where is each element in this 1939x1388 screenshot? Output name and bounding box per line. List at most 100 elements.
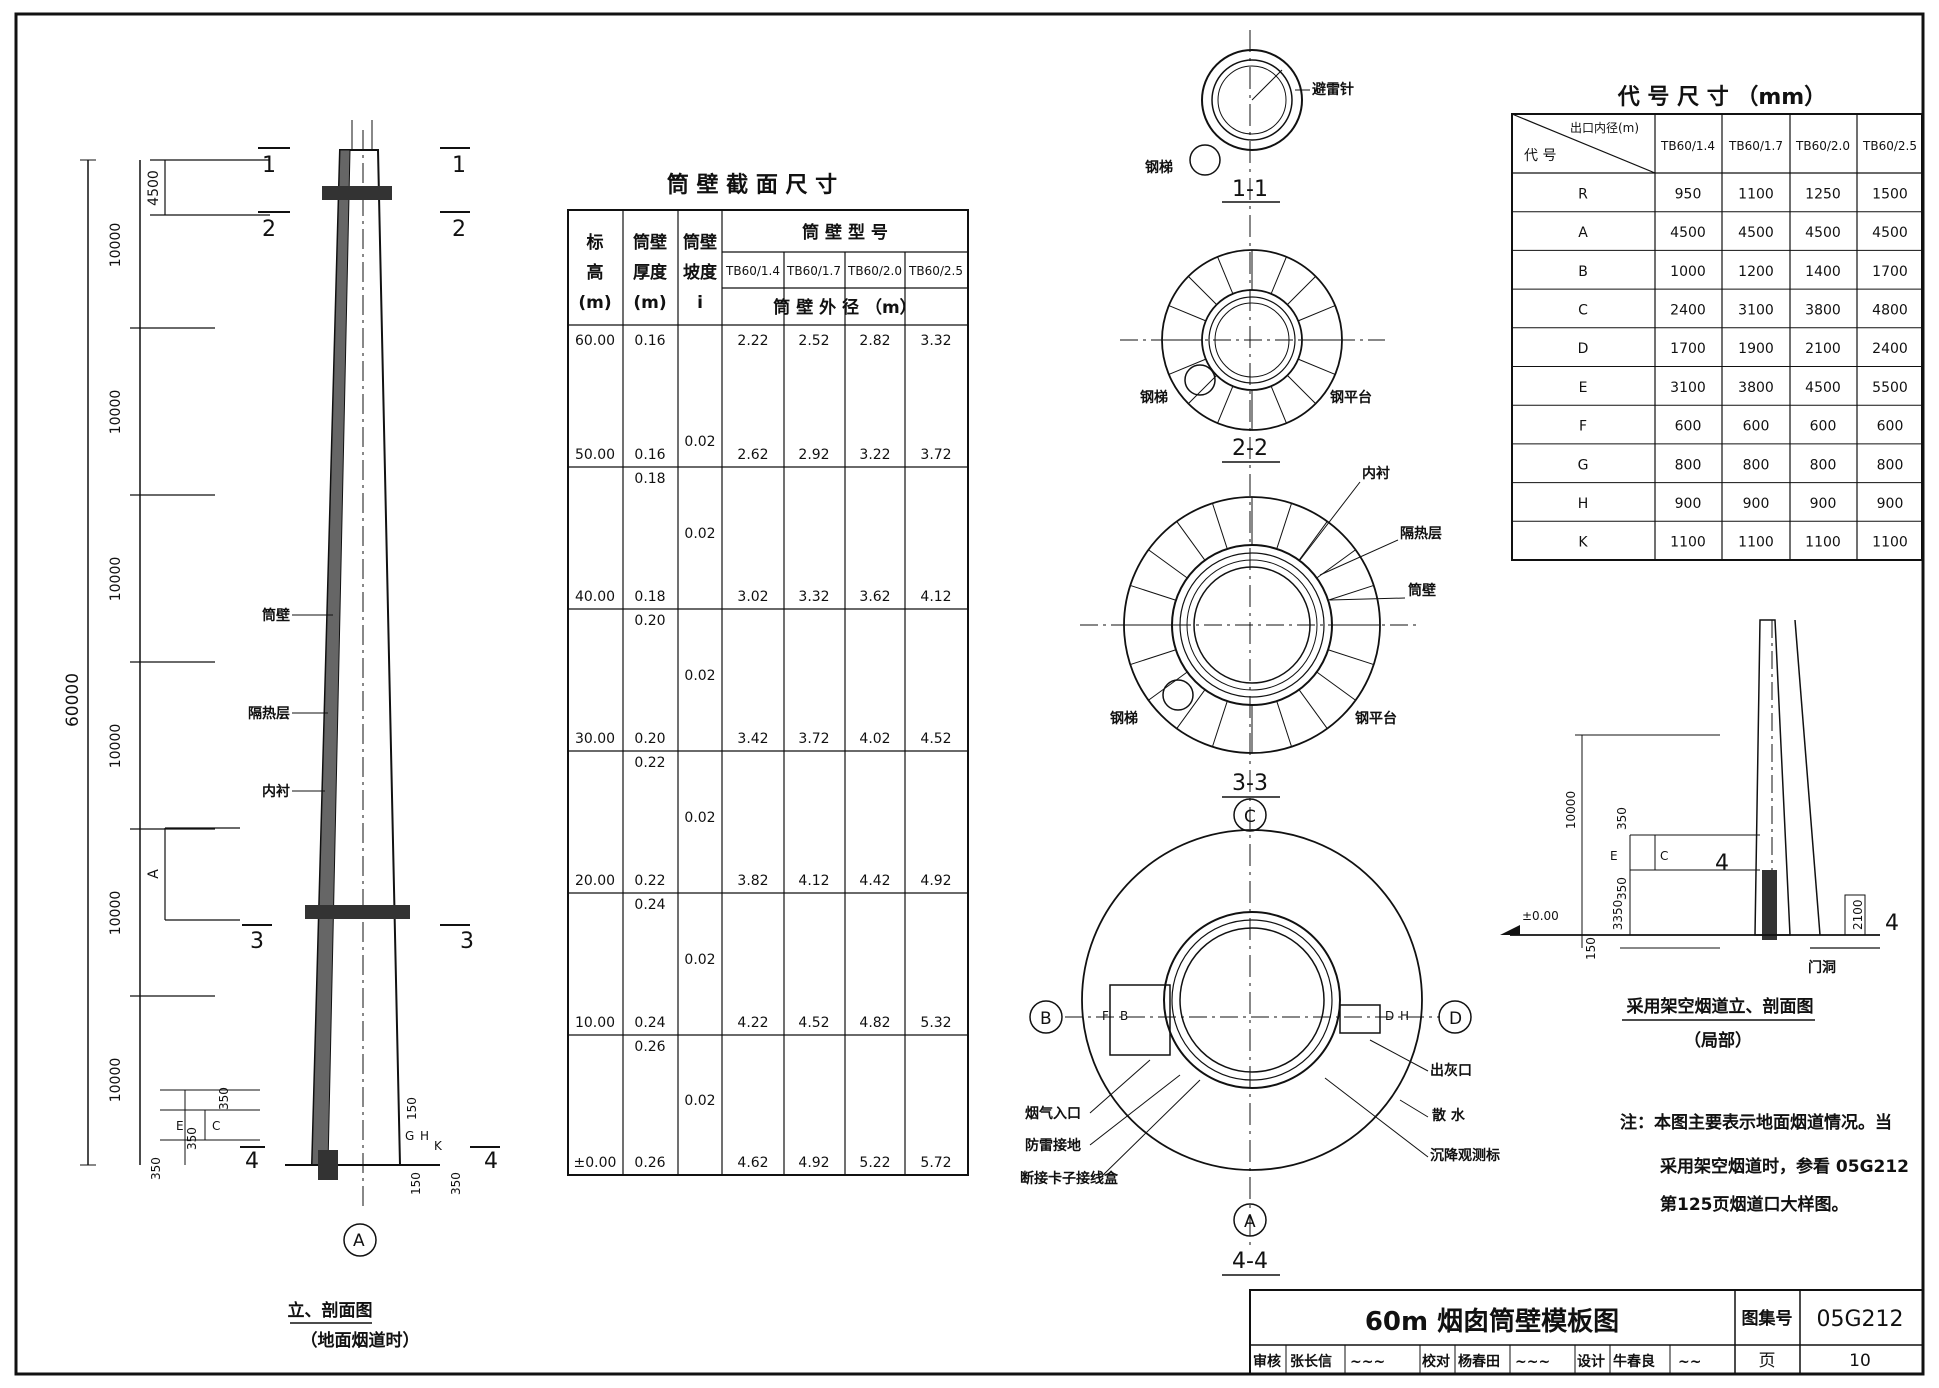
dim-10000-e: 10000	[108, 891, 124, 936]
wall-type-4: TB60/2.5	[908, 264, 963, 278]
code-row-value: 4500	[1805, 225, 1841, 241]
code-row-value: 1700	[1670, 341, 1706, 357]
oh-cut-left: 4	[1715, 851, 1729, 876]
axis-D-label: D	[1449, 1009, 1462, 1029]
s2-ladder-label: 钢梯	[1140, 389, 1168, 406]
dim-K: K	[434, 1139, 443, 1153]
wall-row-height: 60.00	[575, 333, 615, 349]
platform-spoke	[1327, 649, 1374, 666]
wall-row-diameter: 4.52	[798, 1015, 829, 1031]
s2-platform-label: 钢平台	[1330, 389, 1372, 406]
wall-row-height: ±0.00	[574, 1155, 617, 1171]
code-row-value: 900	[1743, 496, 1770, 512]
elevation-subcaption: （地面烟道时）	[301, 1330, 420, 1351]
platform-spoke	[1217, 386, 1234, 424]
platform-spoke	[1148, 671, 1188, 701]
dim-10000-b: 10000	[108, 390, 124, 435]
wall-row-diameter: 4.22	[737, 1015, 768, 1031]
code-row-value: 2400	[1872, 341, 1908, 357]
cut-4-right: 4	[484, 1149, 498, 1174]
code-row-code: C	[1578, 302, 1588, 318]
code-row-value: 4800	[1872, 302, 1908, 318]
platform-spoke	[1298, 305, 1336, 322]
section-1-1: 避雷针 钢梯 1-1	[1145, 49, 1354, 203]
platform-spoke	[1130, 584, 1177, 601]
s1-ladder-label: 钢梯	[1145, 159, 1173, 176]
dim-10000-d: 10000	[108, 724, 124, 769]
type-header: 筒 壁 型 号	[802, 222, 888, 243]
axis-A-bubble-4	[1233, 1203, 1267, 1237]
code-row-value: 1200	[1738, 264, 1774, 280]
wall-row-diameter: 3.02	[737, 589, 768, 605]
col-height-header: 标高(m)	[578, 232, 611, 313]
platform-spoke	[1148, 549, 1188, 579]
wall-slope: 0.02	[684, 1093, 715, 1109]
wall-type-2: TB60/1.7	[786, 264, 841, 278]
code-row-value: 2100	[1805, 341, 1841, 357]
wall-row-diameter: 4.12	[798, 873, 829, 889]
code-row-value: 3100	[1738, 302, 1774, 318]
wall-row-height: 10.00	[575, 1015, 615, 1031]
dim-150-b: 150	[409, 1172, 423, 1195]
oh-dim-350-b: 350	[1615, 877, 1629, 900]
wall-row-height: 50.00	[575, 447, 615, 463]
top-platform	[322, 186, 392, 200]
wall-type-3: TB60/2.0	[847, 264, 902, 278]
oh-dim-E: E	[1610, 849, 1618, 863]
wall-row-diameter: 2.82	[859, 333, 890, 349]
drawing-title: 60m 烟囱筒壁模板图	[1365, 1306, 1619, 1337]
wall-row-diameter: 3.72	[920, 447, 951, 463]
s3-ladder-label: 钢梯	[1110, 710, 1138, 727]
cut-4-left: 4	[245, 1149, 259, 1174]
dim-350-d: 350	[449, 1172, 463, 1195]
bottom-dims: 350 350 E C 350 150 G H K 150 350	[149, 1087, 463, 1195]
title-block: 60m 烟囱筒壁模板图 图集号 05G212 页 10 审核 张长信 ~~~ 校…	[1249, 1289, 1924, 1375]
s3-lining-label: 内衬	[1362, 465, 1390, 482]
code-row-value: 800	[1743, 457, 1770, 473]
diameter-header: 筒 壁 外 径 （m）	[773, 297, 916, 318]
platform-spoke	[1130, 649, 1177, 666]
wall-row-diameter: 3.32	[920, 333, 951, 349]
code-row-value: 600	[1810, 419, 1837, 435]
code-row-value: 1100	[1738, 186, 1774, 202]
axis-A-bubble	[343, 1223, 377, 1257]
overhead-detail: 10000 350 E C 3350 350 150 2100 ±0.00 4 …	[1500, 619, 1899, 1051]
axis-C-label: C	[1244, 807, 1256, 827]
code-row-value: 1500	[1872, 186, 1908, 202]
wall-table-title: 筒 壁 截 面 尺 寸	[667, 172, 837, 198]
wall-row-diameter: 3.82	[737, 873, 768, 889]
s4-caption: 4-4	[1232, 1249, 1268, 1274]
code-row-value: 3100	[1670, 380, 1706, 396]
code-row-code: D	[1578, 341, 1589, 357]
wall-row-diameter: 4.02	[859, 731, 890, 747]
code-row-value: 1100	[1805, 535, 1841, 551]
wall-type-1: TB60/1.4	[725, 264, 780, 278]
reviewer-signature: ~~~	[1350, 1354, 1385, 1370]
code-row-code: F	[1579, 419, 1587, 435]
code-row-value: 900	[1675, 496, 1702, 512]
label-shell: 筒壁	[262, 607, 290, 624]
note-line-2: 采用架空烟道时，参看 05G212	[1659, 1156, 1909, 1177]
code-table-title: 代 号 尺 寸 （mm）	[1617, 85, 1827, 110]
oh-dim-C: C	[1660, 849, 1668, 863]
code-row-value: 5500	[1872, 380, 1908, 396]
wall-row-diameter: 3.62	[859, 589, 890, 605]
designer-signature: ~~	[1678, 1354, 1701, 1370]
wall-row-thickness: 0.16	[634, 333, 665, 349]
dim-B-4: B	[1120, 1009, 1128, 1023]
cut-1-left: 1	[262, 153, 276, 178]
wall-row-diameter: 4.92	[920, 873, 951, 889]
oh-cut-right: 4	[1885, 911, 1899, 936]
code-row-code: A	[1578, 225, 1588, 241]
code-row-value: 1000	[1670, 264, 1706, 280]
code-row-value: 600	[1675, 419, 1702, 435]
wall-slope: 0.02	[684, 952, 715, 968]
oh-dim-3350: 3350	[1611, 900, 1625, 931]
code-row-value: 1250	[1805, 186, 1841, 202]
reviewer-name: 张长信	[1290, 1353, 1332, 1370]
wall-row-height: 40.00	[575, 589, 615, 605]
s2-caption: 2-2	[1232, 436, 1268, 461]
code-head-top: 出口内径(m)	[1570, 121, 1639, 135]
cut-1-right: 1	[452, 153, 466, 178]
